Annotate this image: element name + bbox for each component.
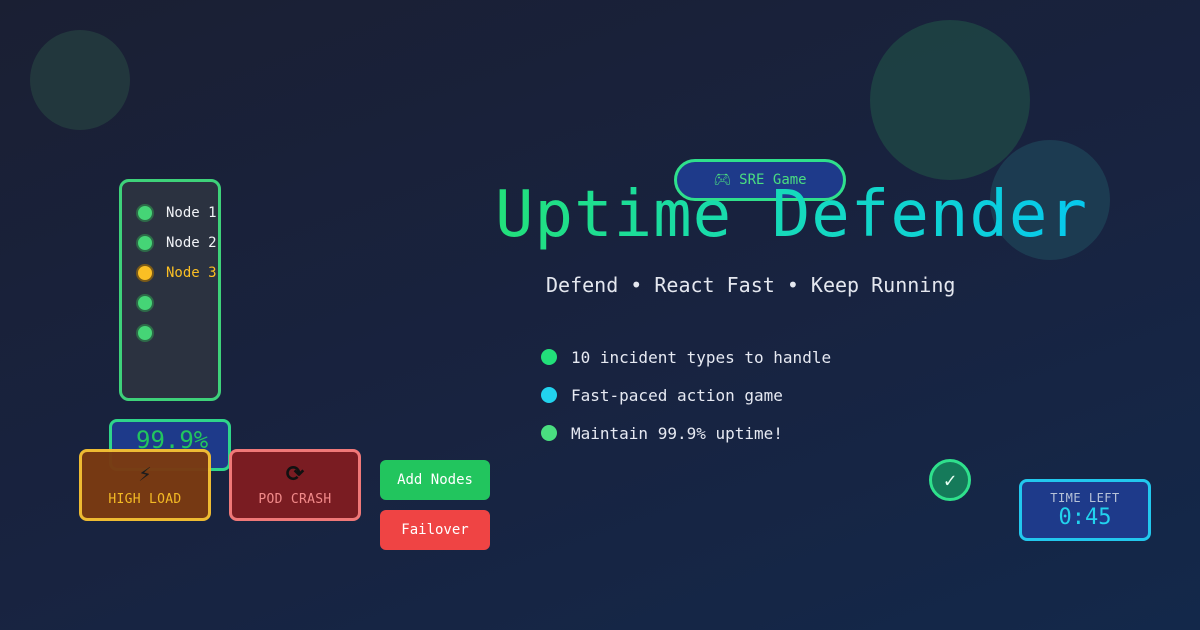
- node-status-dot: [136, 204, 154, 222]
- sre-game-badge: 🎮︎ SRE Game: [674, 159, 846, 201]
- incident-card-high-load[interactable]: ⚡ HIGH LOAD: [79, 449, 211, 521]
- feature-item: Fast-paced action game: [541, 376, 831, 414]
- node-item[interactable]: [136, 324, 166, 342]
- feature-text: Fast-paced action game: [571, 385, 783, 405]
- node-status-dot: [136, 294, 154, 312]
- node-label: Node 2: [166, 235, 217, 251]
- page-subtitle: Defend • React Fast • Keep Running: [546, 273, 956, 297]
- node-item[interactable]: Node 2: [136, 234, 217, 252]
- node-status-dot: [136, 234, 154, 252]
- background-circle: [30, 30, 130, 130]
- node-item[interactable]: [136, 294, 166, 312]
- recycle-icon: ⟳: [285, 461, 305, 487]
- add-nodes-button[interactable]: Add Nodes: [380, 460, 490, 500]
- lightning-icon: ⚡: [138, 461, 152, 487]
- timer-panel: TIME LEFT 0:45: [1019, 479, 1151, 541]
- node-status-dot: [136, 264, 154, 282]
- gamepad-icon: 🎮︎: [713, 172, 731, 188]
- node-item[interactable]: Node 1: [136, 204, 217, 222]
- background-circle: [990, 140, 1110, 260]
- feature-item: 10 incident types to handle: [541, 338, 831, 376]
- node-label: Node 3: [166, 265, 217, 281]
- incident-label: POD CRASH: [258, 491, 332, 507]
- feature-item: Maintain 99.9% uptime!: [541, 414, 831, 452]
- node-label: Node 1: [166, 205, 217, 221]
- feature-text: 10 incident types to handle: [571, 347, 832, 367]
- incident-label: HIGH LOAD: [108, 491, 182, 507]
- badge-text: SRE Game: [739, 172, 806, 188]
- page-title: Uptime Defender: [495, 178, 1088, 252]
- node-panel: Node 1 Node 2 Node 3: [119, 179, 221, 401]
- bullet-dot: [541, 425, 557, 441]
- feature-list: 10 incident types to handle Fast-paced a…: [541, 338, 831, 452]
- node-item[interactable]: Node 3: [136, 264, 217, 282]
- node-status-dot: [136, 324, 154, 342]
- bullet-dot: [541, 349, 557, 365]
- background-circle: [870, 20, 1030, 180]
- bullet-dot: [541, 387, 557, 403]
- timer-value: 0:45: [1058, 504, 1112, 530]
- checkmark-icon: ✓: [929, 459, 971, 501]
- feature-text: Maintain 99.9% uptime!: [571, 423, 783, 443]
- failover-button[interactable]: Failover: [380, 510, 490, 550]
- incident-card-pod-crash[interactable]: ⟳ POD CRASH: [229, 449, 361, 521]
- timer-label: TIME LEFT: [1050, 490, 1120, 505]
